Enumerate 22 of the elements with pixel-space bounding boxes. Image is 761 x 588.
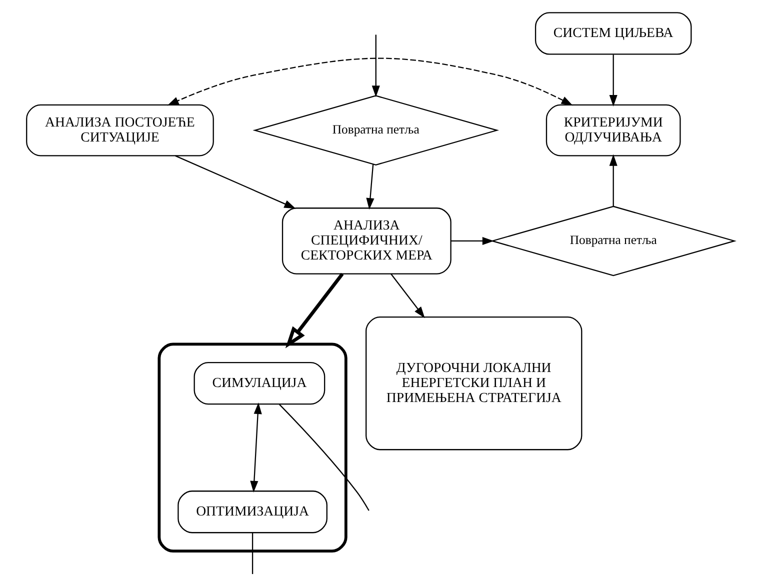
- node-box: ОПТИМИЗАЦИЈА: [178, 490, 328, 534]
- node-diamond: Повратна петља: [490, 206, 736, 276]
- connector: [279, 404, 370, 511]
- arrow: [167, 58, 573, 106]
- node-box: ДУГОРОЧНИ ЛОКАЛНИ ЕНЕРГЕТСКИ ПЛАН И ПРИМЕЊЕНА СТРАТЕГИЈА: [366, 316, 582, 450]
- node-box: СИСТЕМ ЦИЉЕВА: [534, 12, 692, 55]
- arrow: [609, 154, 618, 206]
- arrow: [609, 54, 618, 107]
- node-box: СИМУЛАЦИЈА: [194, 362, 326, 405]
- arrow: [372, 34, 380, 98]
- connector: [252, 532, 254, 574]
- arrow: [450, 236, 494, 246]
- node-box: АНАЛИЗА ПОСТОЈЕЋЕ СИТУАЦИЈЕ: [26, 104, 214, 156]
- arrow: [250, 402, 262, 492]
- arrow: [175, 155, 296, 209]
- arrow: [366, 164, 374, 210]
- node-box: КРИТЕРИЈУМИ ОДЛУЧИВАЊА: [546, 104, 681, 156]
- node-box: АНАЛИЗА СПЕЦИФИЧНИХ/ СЕКТОРСКИХ МЕРА: [282, 208, 452, 274]
- node-diamond: Повратна петља: [252, 95, 500, 166]
- arrow: [390, 274, 425, 318]
- cluster: [158, 342, 348, 552]
- arrow: [285, 272, 344, 348]
